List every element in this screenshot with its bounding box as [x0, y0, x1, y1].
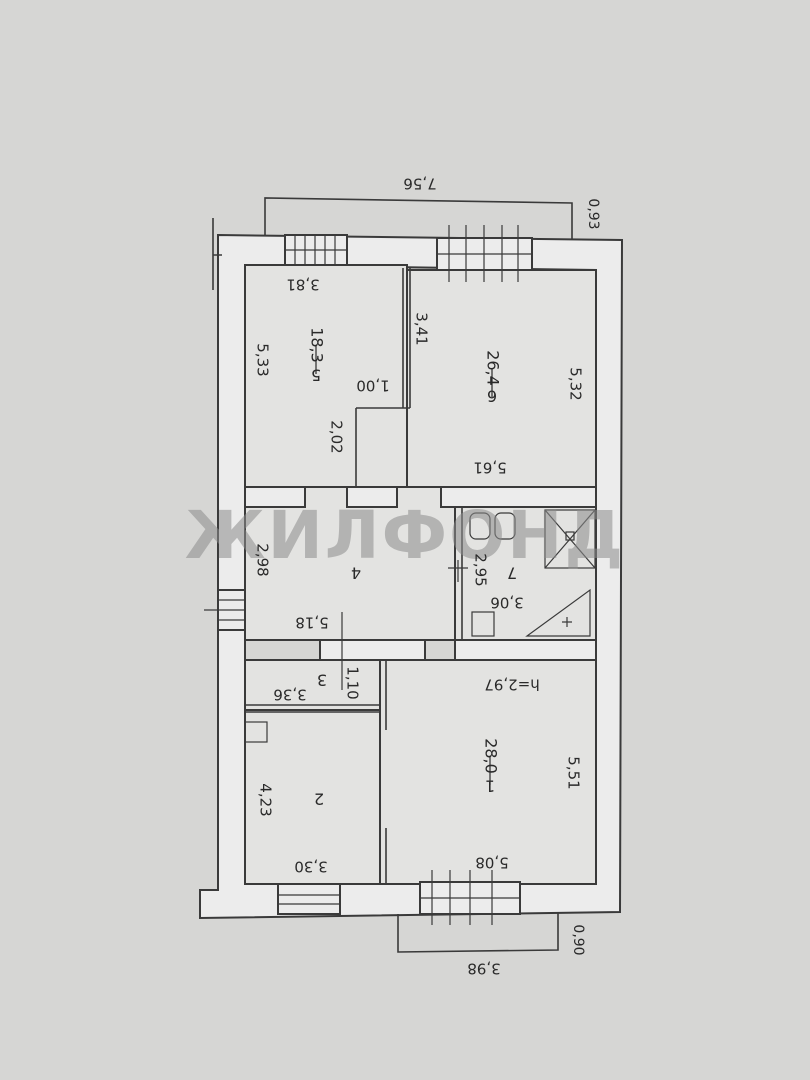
room-7-dim-a: 2,95 — [472, 553, 490, 586]
wall-row-mid-left — [319, 639, 426, 661]
room-2-dim-a: 4,23 — [257, 783, 275, 816]
wall-stub-mid — [346, 486, 398, 508]
window-left-side — [204, 589, 246, 631]
interior-wall-5-6 — [355, 268, 411, 487]
room-2-number: 2 — [314, 790, 324, 809]
room-2-partition — [379, 828, 387, 884]
window-top-right — [436, 225, 533, 282]
window-bottom-left — [277, 883, 341, 915]
dim-top-width: 7,56 — [403, 175, 436, 193]
dim-2-02: 2,02 — [328, 420, 346, 453]
corridor-3-wall — [245, 660, 387, 730]
room-2-dim-b: 3,30 — [294, 858, 327, 876]
room-7-dim-b: 3,06 — [490, 594, 523, 612]
dim-top-balcony: 0,93 — [585, 198, 601, 229]
room-4-number: 4 — [351, 564, 361, 583]
wall-stub-right — [440, 486, 597, 508]
toilet-icon — [469, 512, 516, 540]
room-1-dim-a: 5,51 — [565, 756, 583, 789]
room-7-number: 7 — [507, 564, 517, 583]
room-1-number: 1 — [485, 777, 495, 796]
room-7-area — [454, 499, 597, 641]
corridor-tick — [448, 560, 468, 582]
bathroom-wall — [454, 507, 463, 640]
room-4-dim-a: 2,98 — [254, 543, 272, 576]
sink-icon — [471, 611, 495, 637]
dim-3-41: 3,41 — [413, 312, 431, 345]
room-4-dim-b: 5,18 — [295, 614, 328, 632]
stove-icon — [244, 721, 268, 743]
dim-bottom-width: 3,98 — [467, 960, 500, 978]
bottom-balcony — [397, 912, 559, 953]
room-6-dim-a: 5,32 — [567, 367, 585, 400]
wall-marker-topleft — [212, 218, 222, 290]
window-top-left — [284, 234, 348, 266]
top-balcony — [264, 197, 573, 240]
wall-stub-left — [244, 486, 306, 508]
shower-icon — [544, 509, 596, 569]
bathtub-icon — [525, 588, 591, 637]
room-5-dim-b: 3,81 — [286, 276, 319, 294]
room-4-area — [244, 486, 456, 641]
room-5-area: 18,3 — [308, 327, 327, 363]
room-6-dim-b: 5,61 — [473, 459, 506, 477]
room-1-area: 28,0 — [482, 738, 501, 774]
room-5-dim-a: 5,33 — [254, 343, 272, 376]
room-1-dim-b: 5,08 — [475, 854, 508, 872]
height-note: h=2,97 — [484, 676, 539, 694]
wall-row-mid-right — [454, 639, 597, 661]
room-3-dim-a: 3,36 — [273, 686, 306, 704]
room-3-number: 3 — [317, 671, 327, 690]
room-5-number: 5 — [311, 366, 321, 385]
dim-1-00: 1,00 — [356, 377, 389, 395]
watermark: ЖИЛФОНД — [185, 497, 625, 574]
dim-bottom-balcony: 0,90 — [570, 924, 586, 955]
room-6-area: 26,4 — [484, 350, 503, 386]
room-3-dim-b: 1,10 — [344, 666, 362, 699]
room-1-area — [379, 659, 597, 885]
window-bottom-right — [419, 870, 521, 925]
room-5-area — [244, 264, 408, 488]
